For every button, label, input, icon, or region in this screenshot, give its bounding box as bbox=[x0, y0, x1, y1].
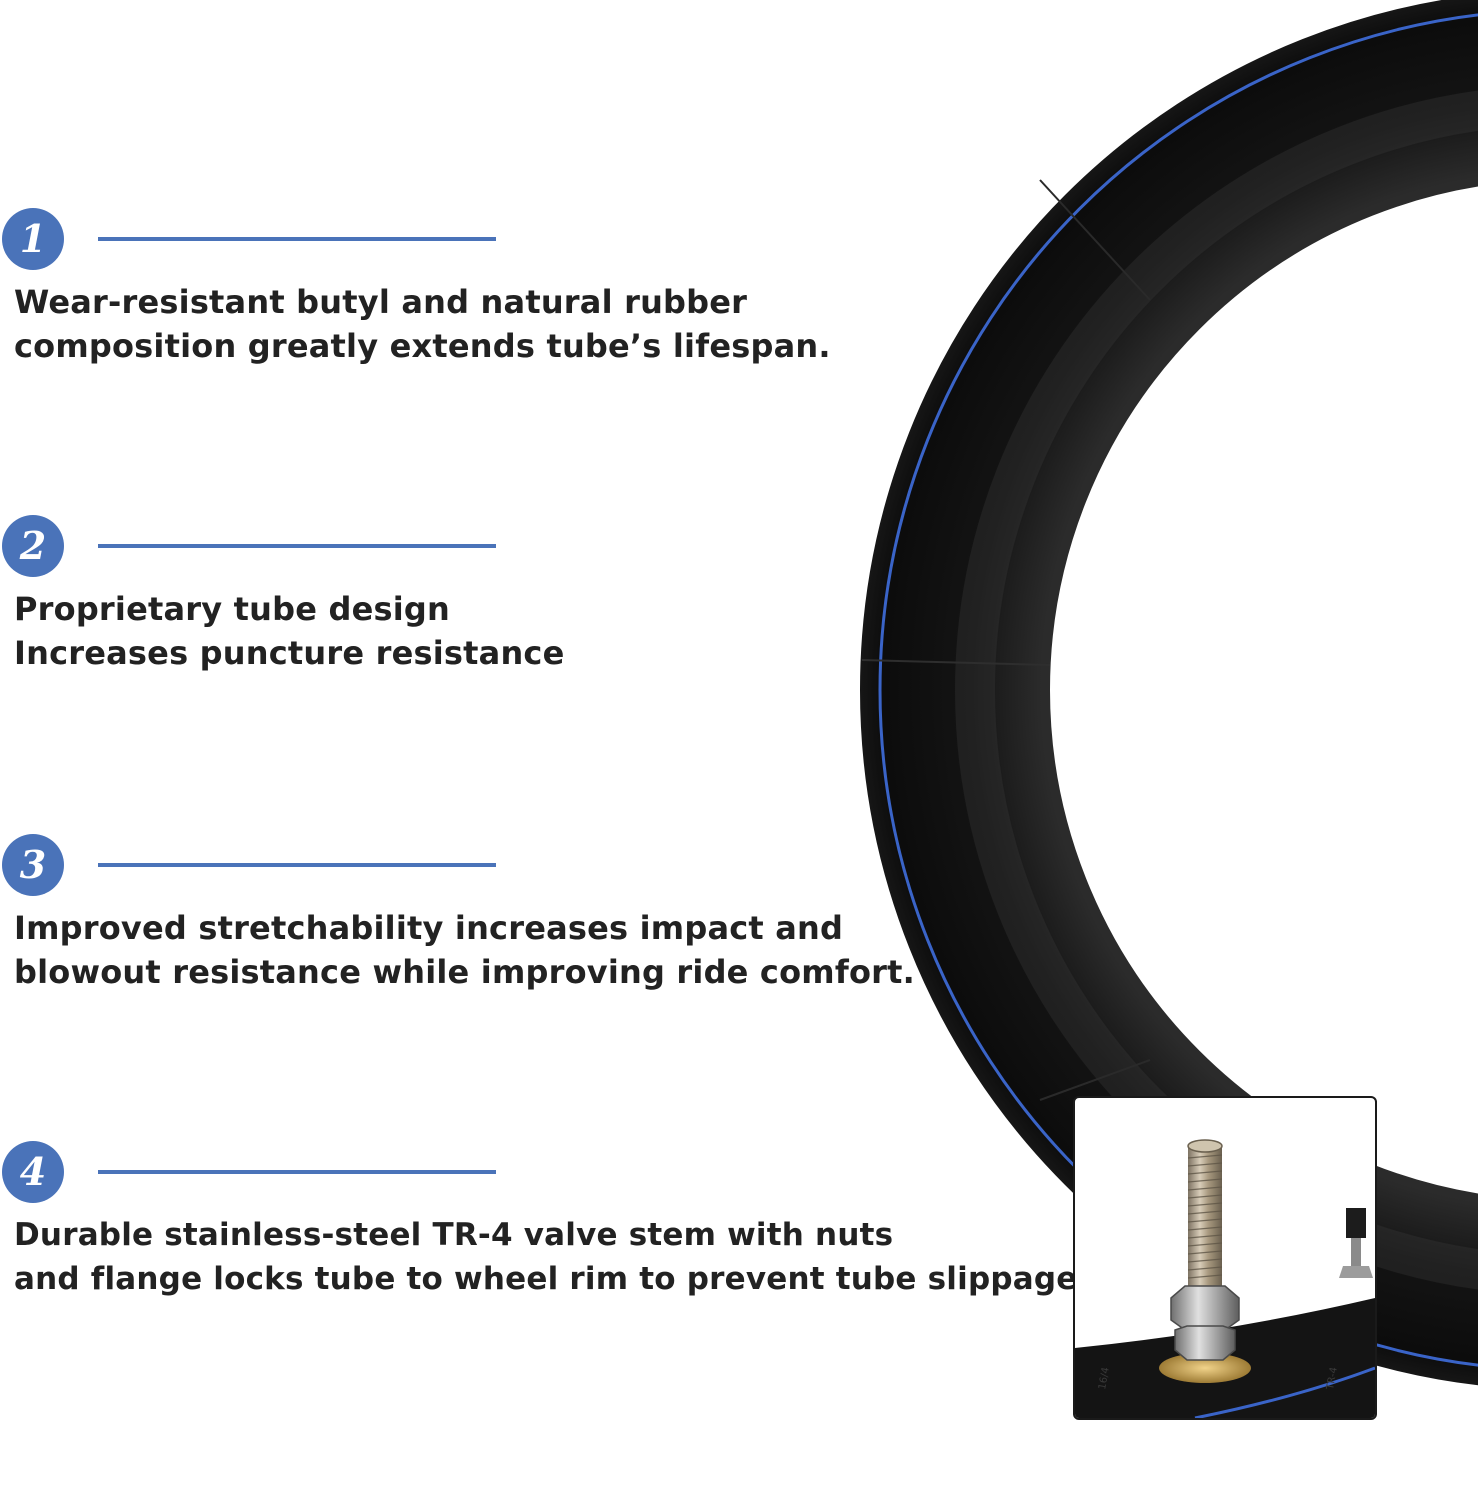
valve-stem-inset: 16/4 TR-4 bbox=[1073, 1096, 1377, 1420]
divider-line bbox=[98, 544, 496, 548]
number-badge-3: 3 bbox=[2, 834, 64, 896]
valve-stem-image: 16/4 TR-4 bbox=[1075, 1139, 1375, 1418]
number-badge-2: 2 bbox=[2, 515, 64, 577]
feature-description: Wear-resistant butyl and natural rubber … bbox=[14, 280, 831, 368]
small-valve-body bbox=[1351, 1238, 1361, 1268]
number-badge-4: 4 bbox=[2, 1141, 64, 1203]
feature-description: Proprietary tube design Increases punctu… bbox=[14, 587, 565, 675]
tube-stripe bbox=[878, 13, 1478, 1367]
divider-line bbox=[98, 1170, 496, 1174]
feature-line-2: and flange locks tube to wheel rim to pr… bbox=[14, 1261, 1090, 1297]
valve-stem bbox=[1188, 1146, 1222, 1286]
feature-line-1: Durable stainless-steel TR-4 valve stem … bbox=[14, 1217, 894, 1253]
tube-seam bbox=[1039, 179, 1151, 301]
hex-nut-upper bbox=[1170, 1285, 1240, 1331]
number-badge-1: 1 bbox=[2, 208, 64, 270]
valve-flange bbox=[1159, 1353, 1251, 1383]
feature-line-2: Increases puncture resistance bbox=[14, 634, 565, 672]
divider-line bbox=[98, 237, 496, 241]
tube-sheen bbox=[955, 90, 1478, 1290]
divider-line bbox=[98, 863, 496, 867]
tube-mark-right: TR-4 bbox=[1325, 1366, 1340, 1391]
tube-seam bbox=[1039, 1059, 1151, 1101]
tube-seam bbox=[861, 659, 1051, 666]
feature-line-2: composition greatly extends tube’s lifes… bbox=[14, 327, 831, 365]
feature-description: Improved stretchability increases impact… bbox=[14, 906, 915, 994]
tube-segment-stripe bbox=[1194, 1366, 1375, 1418]
tube-body bbox=[860, 0, 1478, 1386]
valve-stem-top bbox=[1187, 1139, 1223, 1153]
small-valve-nut bbox=[1339, 1266, 1373, 1278]
feature-line-1: Improved stretchability increases impact… bbox=[14, 909, 844, 947]
tube-mark-left: 16/4 bbox=[1097, 1366, 1112, 1390]
hex-nut-lower bbox=[1174, 1325, 1236, 1361]
feature-line-2: blowout resistance while improving ride … bbox=[14, 953, 915, 991]
feature-line-1: Wear-resistant butyl and natural rubber bbox=[14, 283, 748, 321]
feature-line-1: Proprietary tube design bbox=[14, 590, 450, 628]
small-valve-cap bbox=[1346, 1208, 1366, 1238]
feature-description: Durable stainless-steel TR-4 valve stem … bbox=[14, 1213, 1089, 1301]
